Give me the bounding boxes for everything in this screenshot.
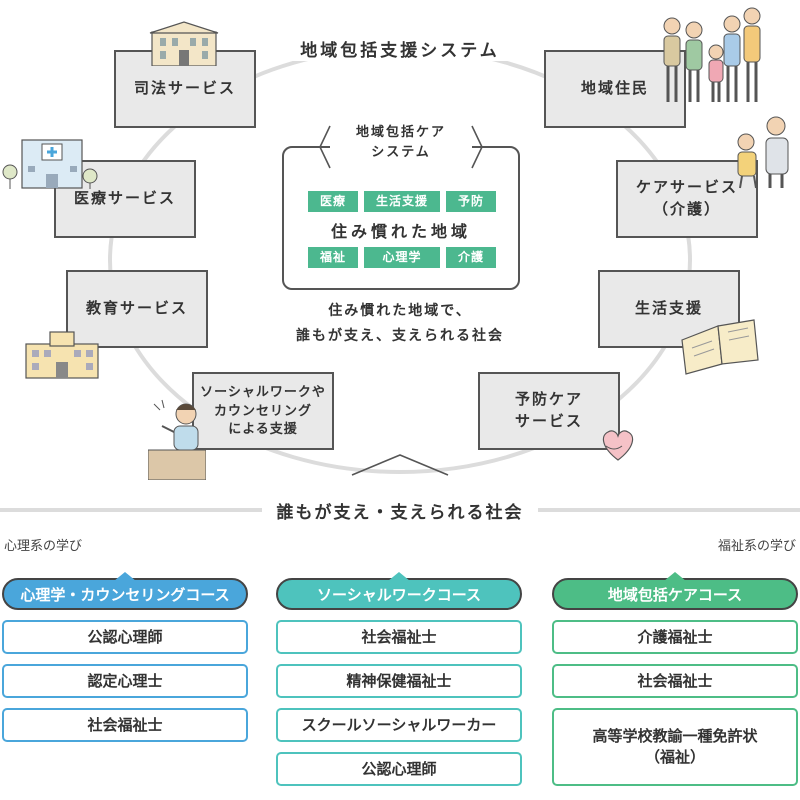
center-title-brackets xyxy=(319,125,483,169)
center-main-label: 住み慣れた地域 xyxy=(330,224,471,241)
qualification-item: 介護福祉士 xyxy=(552,620,798,654)
psychology-learning-label: 心理系の学び xyxy=(4,538,83,553)
qualification-item: 精神保健福祉士 xyxy=(276,664,522,698)
school-illustration xyxy=(25,331,99,379)
center-system-title: 地域包括ケア システム xyxy=(330,122,472,170)
society-title: 誰もが支え・支えられる社会 xyxy=(262,498,538,523)
book-illustration xyxy=(681,319,759,375)
qualification-item: 認定心理士 xyxy=(2,664,248,698)
course-social-work: ソーシャルワークコース xyxy=(276,572,522,610)
tag-living-support: 生活支援 xyxy=(364,191,440,212)
qualification-item: 社会福祉士 xyxy=(2,708,248,742)
box-education-service: 教育サービス xyxy=(66,270,208,348)
qualification-item: 公認心理師 xyxy=(276,752,522,786)
course-community-care: 地域包括ケアコース xyxy=(552,572,798,610)
system-title: 地域包括支援システム xyxy=(250,36,550,61)
counselor-illustration xyxy=(148,399,206,480)
box-prevention-care: 予防ケア サービス xyxy=(478,372,620,450)
hospital-illustration xyxy=(2,139,98,189)
tag-medical: 医療 xyxy=(308,191,358,212)
qualification-item: 社会福祉士 xyxy=(276,620,522,654)
residents-family-illustration xyxy=(663,7,761,102)
tag-welfare: 福祉 xyxy=(308,247,358,268)
tag-nursing-care: 介護 xyxy=(446,247,496,268)
caregiver-illustration xyxy=(737,116,789,189)
qualification-item: 公認心理師 xyxy=(2,620,248,654)
heart-hands-illustration xyxy=(602,430,634,461)
tag-prevention: 予防 xyxy=(446,191,496,212)
box-local-residents: 地域住民 xyxy=(544,50,686,128)
courthouse-illustration xyxy=(149,21,219,66)
qualification-item: 社会福祉士 xyxy=(552,664,798,698)
qualification-item: スクールソーシャルワーカー xyxy=(276,708,522,742)
system-description: 住み慣れた地域で、 誰もが支え、支えられる社会 xyxy=(296,302,504,343)
box-care-service: ケアサービス （介護） xyxy=(616,160,758,238)
course-psychology-counseling: 心理学・カウンセリングコース xyxy=(2,572,248,610)
box-socialwork-counseling: ソーシャルワークや カウンセリング による支援 xyxy=(192,372,334,450)
qualification-item: 高等学校教諭一種免許状 （福祉） xyxy=(552,708,798,786)
welfare-learning-label: 福祉系の学び xyxy=(717,538,796,553)
tag-psychology: 心理学 xyxy=(364,247,440,268)
